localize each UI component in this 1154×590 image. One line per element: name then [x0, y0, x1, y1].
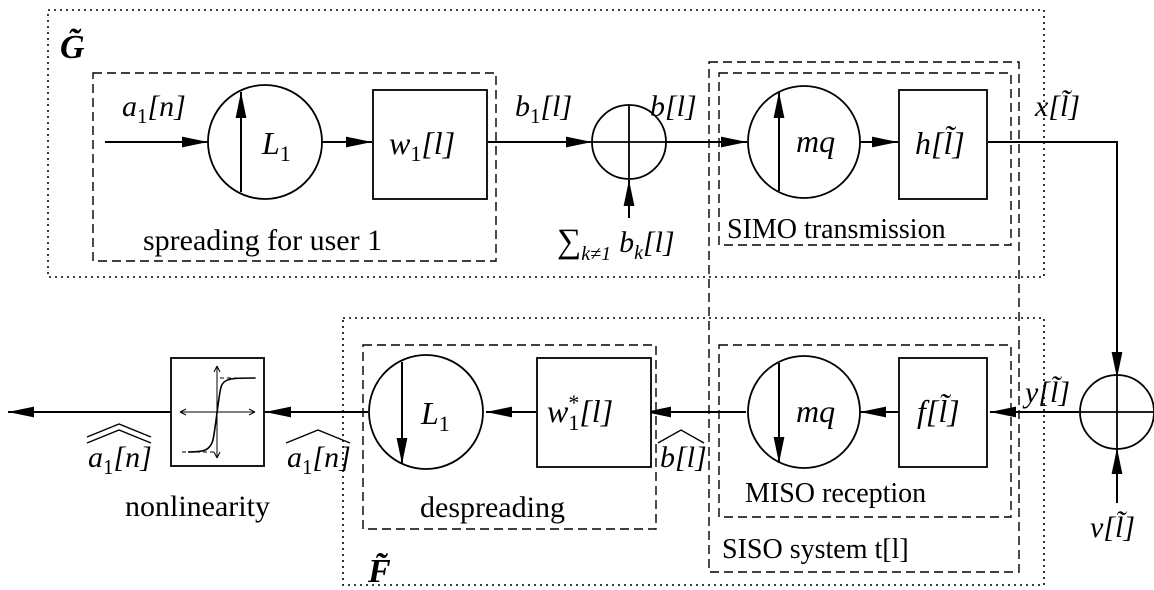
signal-yl-label: y[l̃]: [1022, 376, 1070, 409]
signal-bl-label: b[l]: [650, 90, 697, 123]
sigmoid-plot-icon: [179, 365, 256, 459]
spreading-caption: spreading for user 1: [143, 224, 382, 257]
siso-system-box-border: [708, 61, 1020, 573]
wire-xl: [988, 141, 1123, 378]
w1-filter-block: [372, 89, 488, 200]
w1-filter-label: w1[l]: [389, 125, 455, 166]
signal-bhat-label: b[l]: [657, 429, 707, 474]
svg-text:b[l]: b[l]: [660, 441, 707, 474]
f-receive-block: [898, 357, 988, 468]
simo-caption: SIMO transmission: [727, 214, 946, 245]
siso-caption: SISO system t[l]: [722, 534, 909, 565]
w1-conj-filter-label: w*1[l]: [547, 390, 613, 435]
svg-text:a1[n]: a1[n]: [287, 441, 351, 479]
g-tilde-group-border: [47, 9, 1045, 278]
miso-box-border: [718, 344, 1012, 518]
nonlinearity-caption: nonlinearity: [125, 490, 270, 523]
upsampler-l1-label: L1: [261, 125, 291, 166]
f-receive-label: f[l̃]: [917, 393, 960, 429]
w1-conj-filter-block: [536, 357, 652, 468]
simo-box-border: [718, 72, 1012, 246]
h-channel-label: h[l̃]: [915, 125, 965, 161]
spreading-box-border: [92, 72, 497, 262]
h-channel-block: [898, 89, 988, 200]
despreading-caption: despreading: [420, 491, 565, 524]
signal-a1n-label: a1[n]: [122, 90, 186, 128]
upsampler-mq-label: mq: [796, 123, 835, 159]
downsampler-l1-label: L1: [420, 395, 450, 436]
signal-xl-label: x[l̃]: [1034, 90, 1080, 123]
miso-caption: MISO reception: [745, 478, 926, 509]
signal-a1hat-label: a1[n]: [285, 429, 351, 479]
f-tilde-group-border: [342, 317, 1045, 586]
f-tilde-label: F̃: [367, 553, 391, 590]
signal-b1l-label: b1[l]: [515, 90, 572, 128]
signal-vl-label: v[l̃]: [1090, 511, 1135, 544]
downsampler-mq-label: mq: [796, 393, 835, 429]
svg-text:a1[n]: a1[n]: [88, 441, 152, 479]
signal-a1hathat-label: a1[n]: [86, 423, 152, 479]
despreading-box-border: [362, 344, 657, 530]
g-tilde-label: G̃: [60, 29, 85, 66]
